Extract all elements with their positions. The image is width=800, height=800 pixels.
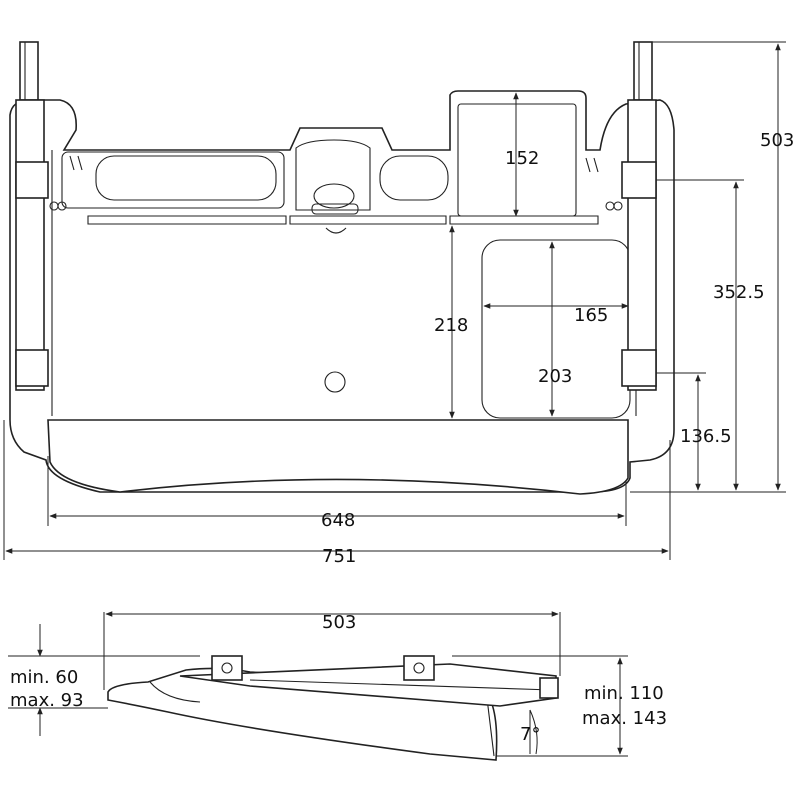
dim-lower-bracket: 136.5 <box>680 426 732 447</box>
dim-mouse-pad-height: 203 <box>538 366 572 387</box>
right-rail <box>605 41 657 391</box>
dim-right-max: max. 143 <box>582 708 667 729</box>
dim-tilt-angle: 7° <box>520 724 540 745</box>
side-view: 503 min. 60 max. 93 min. 110 max. 143 7° <box>8 611 667 761</box>
dim-side-length: 503 <box>322 612 356 633</box>
round-cutout <box>379 155 449 201</box>
dim-left-min: min. 60 <box>10 667 78 688</box>
pen-holder <box>295 139 371 211</box>
dim-overall-height: 503 <box>760 130 794 151</box>
dim-keyboard-area: 218 <box>434 315 468 336</box>
palm-rest <box>47 419 629 495</box>
dim-right-min: min. 110 <box>584 683 664 704</box>
cable-hole <box>324 371 346 393</box>
left-rail <box>15 41 67 391</box>
side-bracket-left <box>211 655 243 681</box>
side-bracket-right <box>403 655 435 681</box>
dim-overall-width: 751 <box>322 546 356 567</box>
tray-outline <box>9 90 675 493</box>
storage-slot <box>95 155 277 201</box>
dim-palm-rest-width: 648 <box>321 510 355 531</box>
dim-mouse-pad-width: 165 <box>574 305 608 326</box>
dim-left-max: max. 93 <box>10 690 84 711</box>
dim-tray-depth: 152 <box>505 148 539 169</box>
top-view: 503 352.5 136.5 152 218 165 203 648 751 <box>3 41 794 567</box>
dim-rail-to-pad: 352.5 <box>713 282 765 303</box>
